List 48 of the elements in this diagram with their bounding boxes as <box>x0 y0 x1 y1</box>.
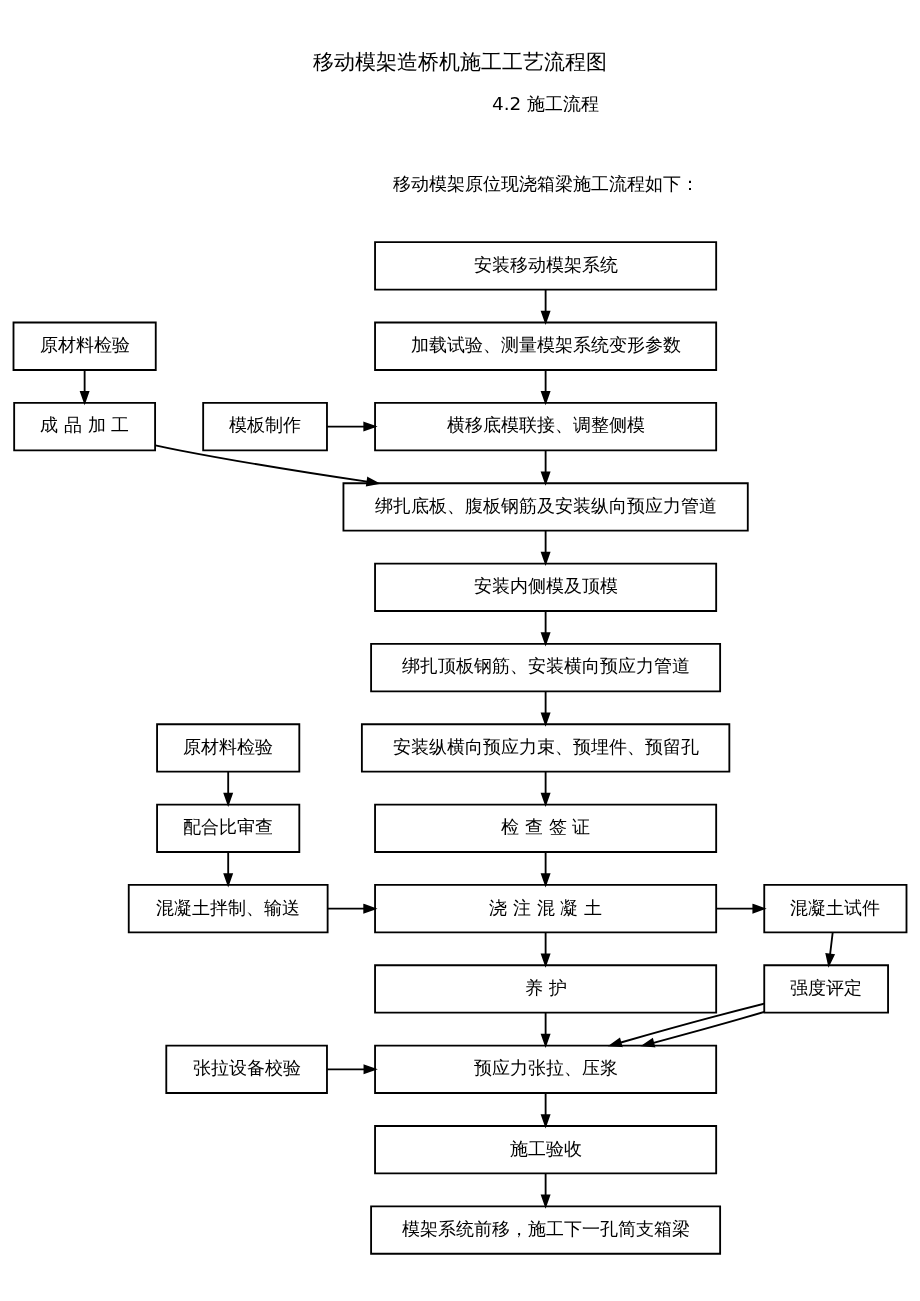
arrow <box>540 1172 551 1209</box>
arrow <box>326 1064 378 1075</box>
node-box: 安装移动模架系统 <box>374 241 718 291</box>
node-box: 模架系统前移，施工下一孔简支箱梁 <box>370 1205 722 1255</box>
arrow <box>326 421 378 432</box>
arrow <box>640 1011 766 1048</box>
node-box: 成 品 加 工 <box>13 401 156 452</box>
node-box: 配合比审查 <box>156 803 301 853</box>
node-box: 混凝土试件 <box>763 884 908 934</box>
node-box: 养 护 <box>374 964 718 1014</box>
label: 4.2 施工流程 <box>492 93 600 115</box>
arrow <box>540 369 551 406</box>
arrow <box>607 1002 766 1048</box>
arrow <box>540 770 551 808</box>
arrow <box>540 931 551 968</box>
node-box: 安装内侧模及顶模 <box>374 562 718 612</box>
arrow <box>715 903 767 914</box>
label: 移动模架原位现浇箱梁施工流程如下： <box>392 173 699 195</box>
node-box: 模板制作 <box>202 401 328 452</box>
node-box: 安装纵横向预应力束、预埋件、预留孔 <box>360 723 731 773</box>
node-box: 横移底模联接、调整侧模 <box>374 401 718 452</box>
node-box: 绑扎底板、腹板钢筋及安装纵向预应力管道 <box>342 482 749 532</box>
arrow <box>327 903 378 914</box>
arrow <box>825 931 836 968</box>
node-box: 检 查 签 证 <box>374 803 718 853</box>
arrow <box>540 449 551 486</box>
arrow <box>540 690 551 727</box>
node-box: 预应力张拉、压浆 <box>374 1044 718 1094</box>
node-box: 混凝土拌制、输送 <box>127 884 329 934</box>
diagram-title: 移动模架造桥机施工工艺流程图 <box>313 49 607 75</box>
arrow <box>79 369 90 406</box>
node-box: 施工验收 <box>374 1125 718 1175</box>
node-box: 浇 注 混 凝 土 <box>374 884 718 934</box>
arrow <box>154 444 381 487</box>
node-box: 张拉设备校验 <box>165 1044 328 1094</box>
node-box: 绑扎顶板钢筋、安装横向预应力管道 <box>370 643 722 693</box>
node-box: 加载试验、测量模架系统变形参数 <box>374 321 718 371</box>
arrow <box>540 610 551 647</box>
arrow <box>540 851 551 888</box>
arrow <box>223 770 234 808</box>
arrow <box>540 1092 551 1129</box>
arrow <box>223 851 234 888</box>
arrow <box>540 288 551 326</box>
node-box: 原材料检验 <box>156 723 301 773</box>
node-box: 强度评定 <box>763 964 889 1014</box>
node-box: 原材料检验 <box>12 321 157 371</box>
arrow <box>540 1011 551 1049</box>
arrow <box>540 529 551 567</box>
